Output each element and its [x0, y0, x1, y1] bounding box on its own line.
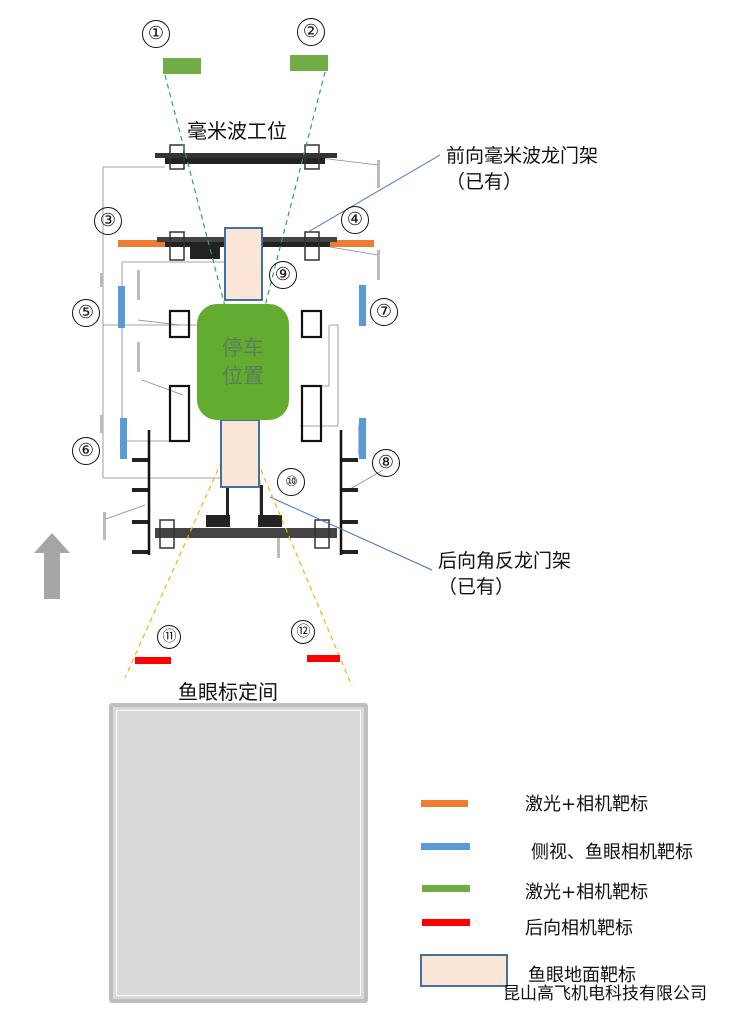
rear-gantry-leader — [269, 496, 433, 571]
marker-5: ⑤ — [72, 299, 100, 327]
marker-4: ④ — [341, 206, 369, 234]
marker-9: ⑨ — [269, 261, 297, 289]
marker-3: ③ — [94, 207, 122, 235]
marker-10: ⑩ — [277, 468, 305, 496]
target-7 — [359, 285, 366, 326]
parking-label-line2: 位置 — [222, 364, 264, 388]
target-5 — [118, 286, 125, 328]
marker-12: ⑫ — [291, 620, 315, 644]
target-12-red — [307, 655, 340, 662]
marker-1: ① — [142, 20, 170, 48]
marker-8: ⑧ — [372, 449, 400, 477]
front-gantry-label-line1: 前向毫米波龙门架 — [446, 145, 599, 167]
side-posts — [132, 458, 358, 554]
legend-item-red: 后向相机靶标 — [525, 918, 633, 939]
legend-swatch-peach — [420, 954, 508, 987]
parking-label: 停车 位置 — [197, 334, 289, 390]
front-gantry-leader — [307, 154, 441, 233]
company-watermark: 昆山高飞机电科技有限公司 — [503, 984, 707, 1004]
legend-swatch-green — [422, 885, 470, 892]
rear-corner-gantry — [155, 485, 337, 549]
front-gantry-label: 前向毫米波龙门架 （已有） — [446, 143, 598, 195]
side-frames — [147, 430, 343, 555]
target-1-green — [163, 58, 201, 74]
rear-gantry-label: 后向角反龙门架 （已有） — [438, 548, 571, 600]
marker-6: ⑥ — [72, 437, 100, 465]
fisheye-ground-target-9 — [224, 227, 263, 301]
fisheye-room-title: 鱼眼标定间 — [178, 680, 278, 704]
legend-item-peach: 鱼眼地面靶标 — [528, 965, 636, 986]
target-8 — [359, 418, 366, 459]
fisheye-calibration-room — [109, 703, 368, 1003]
legend-swatch-orange — [421, 800, 468, 807]
legend-item-blue: 侧视、鱼眼相机靶标 — [531, 842, 693, 863]
green-sight-lines — [164, 71, 326, 346]
legend-swatch-red — [422, 919, 470, 926]
marker-2: ② — [297, 18, 325, 46]
mmwave-station-title: 毫米波工位 — [187, 119, 287, 143]
legend-item-orange: 激光+相机靶标 — [525, 794, 649, 815]
rear-gantry-label-line2: （已有） — [438, 576, 515, 598]
parking-position: 停车 位置 — [197, 304, 289, 420]
front-gantry-label-line2: （已有） — [446, 171, 523, 193]
target-11-red — [135, 657, 171, 664]
wheel-platforms — [168, 309, 323, 443]
fisheye-ground-target-10 — [220, 419, 260, 488]
target-2-green — [290, 55, 328, 71]
rear-gantry-label-line1: 后向角反龙门架 — [438, 550, 572, 572]
front-mmwave-gantry — [155, 144, 337, 170]
legend-swatch-blue — [421, 843, 470, 850]
target-6 — [120, 418, 127, 459]
marker-7: ⑦ — [370, 298, 398, 326]
legend-item-green: 激光+相机靶标 — [525, 882, 649, 903]
marker-11: ⑪ — [157, 625, 181, 649]
parking-label-line1: 停车 — [222, 336, 264, 360]
side-targets-blue — [118, 285, 366, 459]
room-inner-border — [116, 710, 361, 996]
up-arrow-icon — [34, 533, 70, 599]
